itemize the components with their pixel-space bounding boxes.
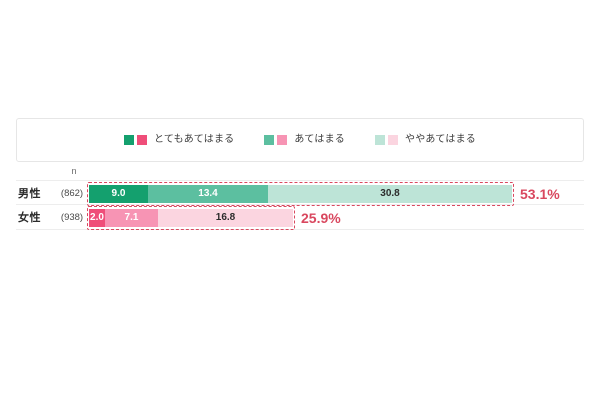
row-total-percent: 25.9% [301, 210, 341, 226]
legend-swatch-pink-icon [277, 135, 288, 145]
chart-legend: とてもあてはまる あてはまる ややあてはまる [16, 118, 584, 162]
bar-segment-atehamaru[interactable]: 7.1 [105, 209, 158, 227]
row-sample-size: (862) [60, 188, 84, 199]
bar-segment-yaya[interactable]: 16.8 [158, 209, 293, 227]
row-divider-bottom [16, 229, 584, 230]
row-divider-top [16, 180, 584, 181]
stacked-bar: 2.0 7.1 16.8 [89, 209, 293, 227]
legend-item-label: ややあてはまる [405, 134, 476, 145]
bar-segment-value: 13.4 [198, 188, 218, 199]
legend-swatch-green-icon [264, 135, 275, 145]
legend-item-label: あてはまる [294, 134, 345, 145]
bar-segment-totemo[interactable]: 9.0 [89, 185, 148, 203]
row-category-label: 男性 [18, 188, 41, 200]
legend-swatch-green-icon [375, 135, 385, 145]
legend-items: とてもあてはまる あてはまる ややあてはまる [123, 134, 476, 145]
legend-item-yaya-atehamaru[interactable]: ややあてはまる [375, 135, 476, 145]
bar-segment-value: 16.8 [215, 212, 236, 223]
stacked-bar: 9.0 13.4 30.8 [89, 185, 512, 203]
legend-item-atehamaru[interactable]: あてはまる [264, 135, 345, 145]
bar-segment-value: 2.0 [90, 212, 104, 223]
bar-segment-value: 7.1 [124, 212, 139, 223]
bar-segment-totemo[interactable]: 2.0 [89, 209, 105, 227]
legend-swatch-pink-icon [136, 135, 147, 145]
row-sample-size: (938) [60, 212, 84, 223]
legend-swatch-pink-icon [388, 135, 398, 145]
bar-segment-yaya[interactable]: 30.8 [268, 185, 512, 203]
legend-swatch-pair [264, 135, 288, 145]
bar-segment-value: 9.0 [111, 188, 126, 199]
legend-swatch-pair [123, 135, 147, 145]
legend-item-totemo-atehamaru[interactable]: とてもあてはまる [123, 134, 235, 145]
legend-item-label: とてもあてはまる [153, 134, 235, 145]
n-column-header: n [71, 166, 77, 176]
row-divider-middle [16, 204, 584, 205]
row-category-label: 女性 [18, 212, 41, 224]
table-row: 女性 (938) 2.0 7.1 16.8 25.9% [0, 206, 600, 230]
bar-segment-value: 30.8 [380, 188, 400, 199]
legend-swatch-pair [375, 135, 398, 145]
row-total-percent: 53.1% [520, 186, 560, 202]
table-row: 男性 (862) 9.0 13.4 30.8 53.1% [0, 182, 600, 206]
bar-segment-atehamaru[interactable]: 13.4 [148, 185, 268, 203]
legend-swatch-green-icon [123, 135, 134, 145]
